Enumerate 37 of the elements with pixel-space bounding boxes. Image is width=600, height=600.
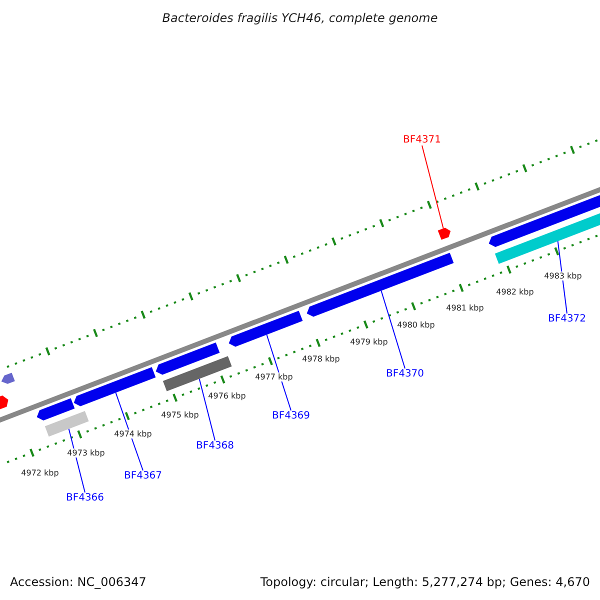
scale-label: 4973 kbp: [66, 448, 106, 458]
scale-label: 4981 kbp: [445, 304, 485, 312]
scale-label: 4975 kbp: [160, 410, 200, 420]
leader-line: [68, 428, 86, 493]
gene-feature: [36, 398, 75, 420]
scale-label: 4978 kbp: [301, 354, 341, 364]
gene-label: BF4367: [124, 470, 162, 482]
gene-label: BF4370: [386, 368, 424, 380]
gene-feature: [156, 342, 220, 375]
scale-label: 4979 kbp: [349, 338, 389, 346]
scale-label: 4980 kbp: [396, 320, 436, 330]
scale-label: 4974 kbp: [113, 430, 153, 438]
gene-feature: [162, 356, 232, 392]
scale-label: 4982 kbp: [495, 288, 535, 296]
gene-label: BF4368: [196, 440, 234, 452]
scale-label: 4977 kbp: [254, 372, 294, 382]
accession-text: Accession: NC_006347: [10, 575, 146, 589]
title: Bacteroides fragilis YCH46, complete genome: [162, 11, 438, 25]
gene-feature: [74, 367, 156, 406]
genome-summary-text: Topology: circular; Length: 5,277,274 bp; Genes: 4,670: [260, 575, 590, 589]
gene-feature: [1, 372, 15, 384]
scale-label: 4976 kbp: [207, 392, 247, 400]
leader-line: [380, 290, 406, 369]
gene-feature: [228, 310, 303, 347]
scale-label: 4983 kbp: [543, 272, 583, 280]
gene-label: BF4372: [548, 314, 586, 324]
leader-line: [422, 145, 444, 229]
leader-line: [266, 334, 292, 411]
gene-feature: [488, 195, 600, 247]
leader-line: [115, 392, 144, 471]
gene-label: BF4369: [272, 410, 310, 422]
gene-label: BF4371: [402, 134, 442, 146]
gene-feature: [44, 411, 89, 437]
scale-label: 4972 kbp: [20, 468, 60, 478]
leader-line: [557, 240, 568, 314]
gene-label: BF4366: [66, 492, 104, 504]
gene-feature: [438, 228, 451, 240]
